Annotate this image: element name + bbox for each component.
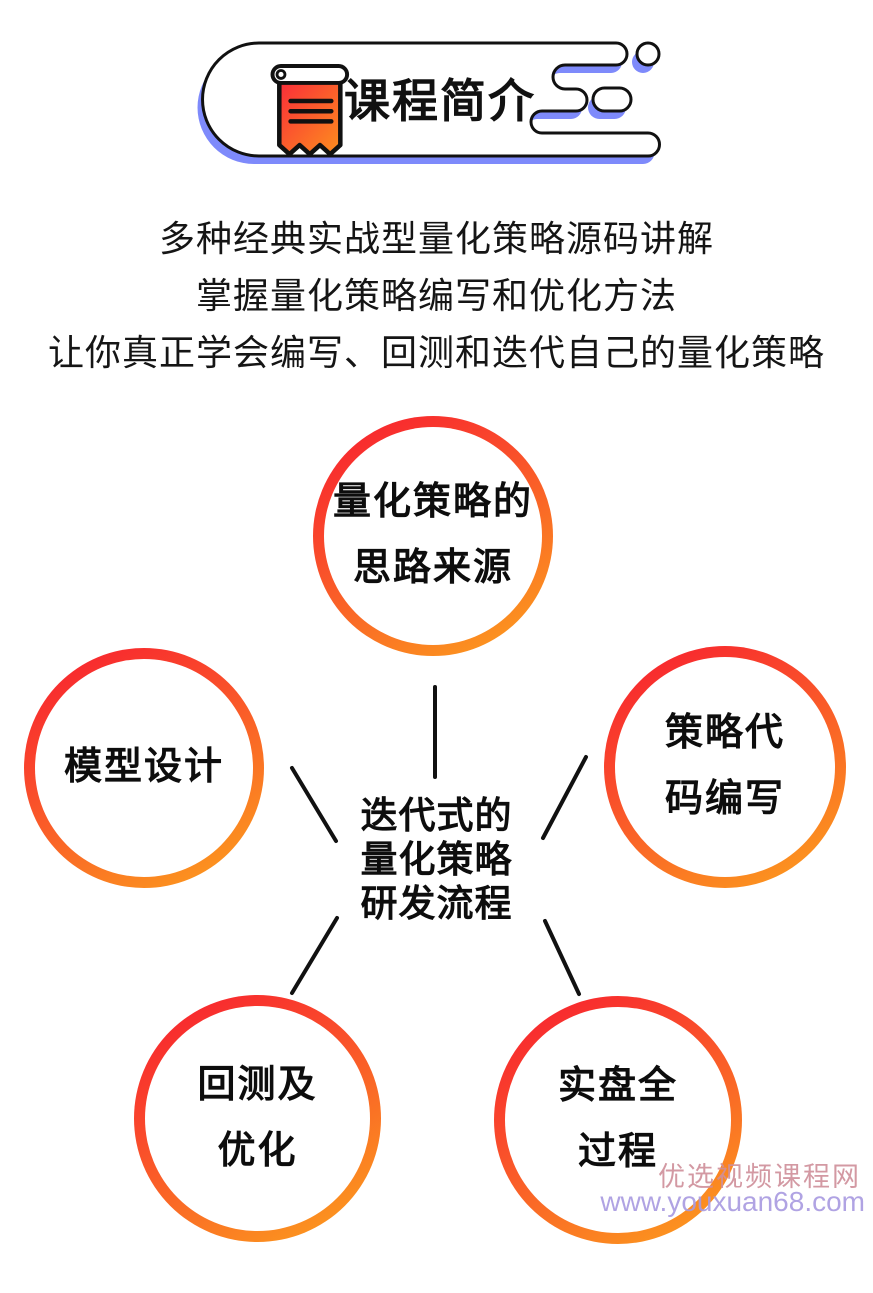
watermark-site-url: www.youxuan68.com [600, 1186, 865, 1217]
node-label-line: 模型设计 [63, 746, 224, 789]
intro-line: 让你真正学会编写、回测和迭代自己的量化策略 [47, 332, 825, 373]
node-label-line: 实盘全 [557, 1065, 678, 1108]
node-strategy-idea-sources: 量化策略的 思路来源 [313, 416, 553, 656]
header-badge: 课程简介 [196, 38, 674, 170]
intro-line: 掌握量化策略编写和优化方法 [195, 275, 677, 316]
dot-circle [635, 41, 661, 67]
center-line: 迭代式的 [360, 795, 513, 836]
node-label-line: 思路来源 [352, 547, 513, 589]
node-backtest-optimization: 回测及 优化 [134, 995, 381, 1242]
header-decoration [197, 41, 661, 164]
connector-bottom-left [290, 916, 339, 995]
scroll-icon [270, 64, 350, 157]
node-label: 实盘全 过程 [505, 1007, 731, 1233]
watermark-site-name: 优选视频课程网 [658, 1162, 861, 1192]
connector-bottom-right [543, 919, 581, 996]
intro-paragraph: 多种经典实战型量化策略源码讲解 掌握量化策略编写和优化方法 让你真正学会编写、回… [0, 210, 873, 381]
node-label-line: 优化 [217, 1129, 298, 1172]
node-label-line: 策略代 [664, 712, 785, 755]
node-label: 量化策略的 思路来源 [324, 427, 542, 645]
node-label: 策略代 码编写 [615, 657, 835, 877]
diagram-center-text: 迭代式的 量化策略 研发流程 [0, 794, 873, 926]
node-label-line: 量化策略的 [332, 481, 533, 524]
node-label: 模型设计 [35, 659, 253, 877]
node-label: 回测及 优化 [145, 1006, 370, 1231]
node-label-line: 过程 [577, 1131, 658, 1173]
node-strategy-coding: 策略代 码编写 [604, 646, 846, 888]
center-line: 研发流程 [360, 883, 513, 924]
node-label-line: 码编写 [664, 778, 785, 820]
speed-pill [591, 86, 633, 113]
page-title: 课程简介 [344, 75, 536, 127]
intro-line: 多种经典实战型量化策略源码讲解 [158, 218, 714, 259]
center-line: 量化策略 [360, 839, 513, 880]
node-model-design: 模型设计 [24, 648, 264, 888]
node-label-line: 回测及 [197, 1063, 318, 1106]
node-live-trading: 实盘全 过程 [494, 996, 742, 1244]
